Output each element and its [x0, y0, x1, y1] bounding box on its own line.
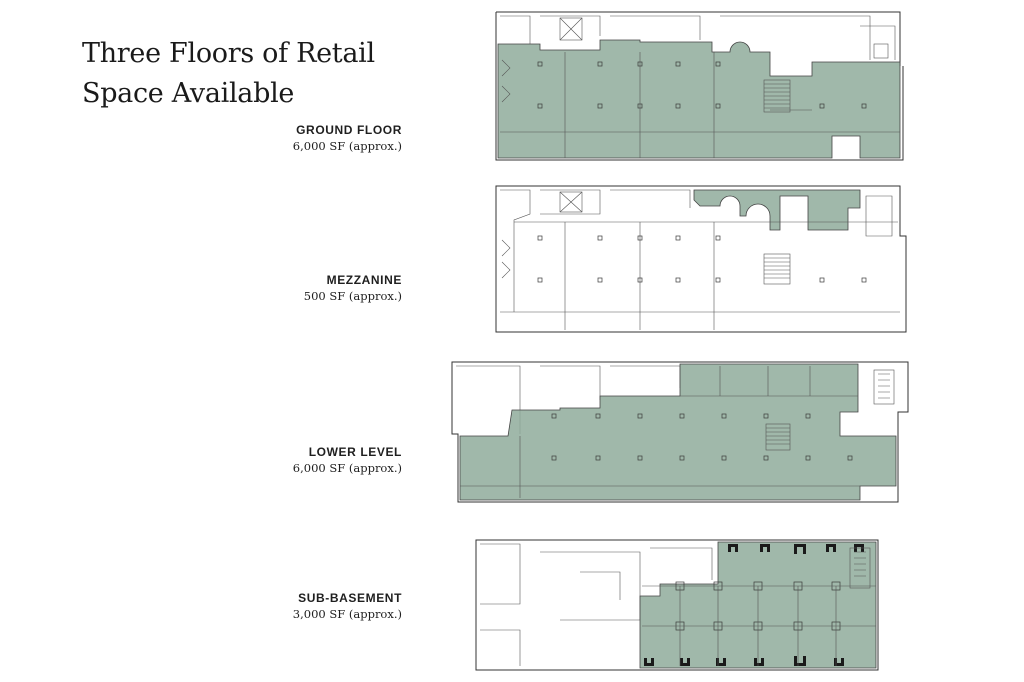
floor-name-ground: GROUND FLOOR: [296, 123, 402, 137]
title-line-1: Three Floors of Retail: [82, 38, 375, 69]
label-sub-basement: SUB-BASEMENT 3,000 SF (approx.): [293, 590, 402, 622]
label-mezzanine: MEZZANINE 500 SF (approx.): [304, 272, 402, 304]
floor-area-sub-basement: 3,000 SF (approx.): [292, 607, 402, 621]
page-title: Three Floors of Retail Space Available: [82, 34, 402, 114]
ground-floor-available-area: [497, 39, 901, 159]
label-ground-floor: GROUND FLOOR 6,000 SF (approx.): [293, 122, 402, 154]
plan-mezzanine: [495, 185, 907, 333]
floor-area-ground: 6,000 SF (approx.): [292, 139, 402, 153]
floor-name-sub-basement: SUB-BASEMENT: [298, 591, 402, 605]
lower-level-available-area: [459, 363, 897, 501]
label-lower-level: LOWER LEVEL 6,000 SF (approx.): [293, 444, 402, 476]
mezzanine-available-area: [693, 189, 861, 231]
floor-name-mezzanine: MEZZANINE: [326, 273, 402, 287]
floor-name-lower: LOWER LEVEL: [308, 445, 402, 459]
plan-ground-floor: [495, 11, 904, 161]
plan-sub-basement: [475, 539, 879, 671]
sub-basement-columns: [642, 544, 876, 666]
floor-area-mezzanine: 500 SF (approx.): [303, 289, 402, 303]
floor-area-lower: 6,000 SF (approx.): [292, 461, 402, 475]
title-line-2: Space Available: [82, 78, 295, 109]
plan-lower-level: [451, 361, 909, 503]
